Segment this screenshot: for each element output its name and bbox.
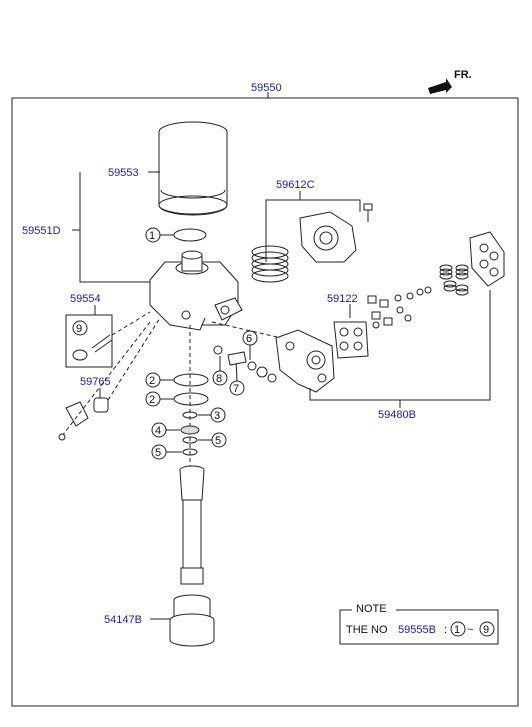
o-ring	[173, 392, 209, 406]
callout-9-circle	[72, 320, 88, 336]
o-ring	[173, 228, 207, 242]
housing-leader	[79, 172, 160, 283]
small-fittings	[213, 345, 277, 383]
heater-label: 59765	[80, 376, 111, 388]
seal-ring	[72, 349, 88, 361]
tube-label: 54147B	[104, 614, 142, 626]
valve-cover	[299, 203, 373, 263]
gasket-plate	[333, 321, 369, 359]
note-title: NOTE	[356, 603, 387, 615]
small-ring	[182, 411, 198, 419]
fitting-dash-leader	[111, 311, 151, 336]
front-direction-indicator: FR.	[428, 69, 472, 94]
note-range-tilde: ~	[467, 624, 473, 636]
svg-text:2: 2	[149, 375, 155, 387]
svg-text:4: 4	[155, 425, 161, 437]
note-range-start: 1	[454, 624, 460, 636]
housing-label: 59551D	[22, 225, 61, 237]
svg-text:5: 5	[155, 447, 161, 459]
svg-text:3: 3	[214, 410, 220, 422]
washer	[180, 425, 200, 435]
svg-text:8: 8	[216, 373, 222, 385]
callouts: 1 2 2 3 4 5 5 6 7 8	[145, 227, 258, 460]
front-arrow-icon	[428, 78, 452, 94]
fitting-pin	[91, 334, 113, 353]
svg-text:1: 1	[149, 230, 155, 242]
governor-dash-leader	[211, 321, 291, 341]
filter-cartridge-label: 59553	[108, 167, 139, 179]
valve-pieces	[367, 286, 432, 329]
valve-kit-label: 59612C	[276, 179, 315, 191]
note-sep: :	[444, 624, 447, 636]
heater-dash-leader	[107, 317, 161, 401]
valve-springs	[439, 264, 469, 296]
svg-text:2: 2	[149, 394, 155, 406]
small-ring	[182, 436, 198, 444]
callout-9: 9	[76, 323, 82, 335]
fitting-kit-box	[65, 314, 113, 368]
assembly-label: 59550	[251, 82, 282, 94]
end-cover	[469, 231, 505, 287]
dryer-housing	[149, 250, 243, 331]
svg-text:7: 7	[233, 383, 239, 395]
svg-text:6: 6	[246, 333, 252, 345]
heater-dash-leader-2	[61, 321, 151, 437]
note-prefix: THE NO	[346, 624, 388, 636]
assembly-frame	[11, 97, 519, 707]
governor-label: 59480B	[378, 409, 416, 421]
note-part: 59555B	[398, 624, 436, 636]
screw	[58, 433, 66, 441]
note-box: NOTE THE NO 59555B : 1 ~ 9	[339, 603, 499, 645]
o-ring	[173, 373, 209, 387]
spring	[251, 245, 289, 283]
valve-kit-leader	[265, 199, 361, 262]
heater-plug	[65, 397, 109, 427]
gasket-label: 59122	[327, 293, 358, 305]
small-ring	[182, 448, 198, 456]
front-label: FR.	[454, 69, 472, 81]
svg-text:5: 5	[215, 435, 221, 447]
governor-body	[275, 329, 335, 393]
fitting-kit-label: 59554	[70, 293, 101, 305]
note-range-end: 9	[483, 624, 489, 636]
tube-assembly	[169, 465, 215, 647]
filter-cartridge	[158, 121, 228, 216]
